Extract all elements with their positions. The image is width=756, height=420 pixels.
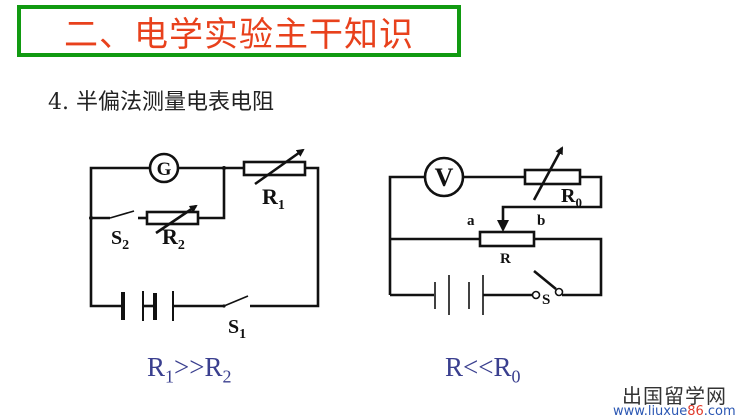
wire	[250, 166, 320, 308]
rheostat-r1	[242, 148, 307, 186]
title-box: 二、电学实验主干知识	[17, 5, 461, 57]
condition-right: R<<R0	[445, 352, 521, 387]
slider-arrow	[497, 220, 509, 232]
r0-label: R0	[561, 185, 582, 210]
s-label: S	[542, 292, 550, 308]
r2-label: R2	[162, 224, 185, 253]
condition-left: R1>>R2	[147, 352, 232, 387]
r-label: R	[500, 251, 511, 267]
galvanometer-label: G	[157, 159, 172, 180]
page-title: 二、电学实验主干知识	[64, 14, 414, 55]
wire	[89, 300, 122, 308]
wire	[501, 175, 603, 222]
section-subtitle: 4. 半偏法测量电表电阻	[48, 90, 274, 115]
terminal-b-label: b	[537, 213, 545, 229]
watermark-url: www.liuxue86.com	[613, 404, 736, 419]
rheostat-r2	[145, 204, 200, 235]
switch-s	[531, 269, 564, 300]
r1-label: R1	[262, 184, 285, 213]
wire	[198, 168, 226, 220]
wire	[89, 166, 149, 300]
s1-label: S1	[228, 316, 246, 342]
terminal-a-label: a	[467, 213, 475, 229]
wire	[534, 237, 603, 297]
battery	[121, 291, 174, 321]
switch-s2	[109, 210, 135, 219]
wire	[388, 175, 425, 295]
s2-label: S2	[111, 227, 129, 253]
half-deflection-voltmeter-circuit: V	[388, 146, 603, 315]
battery	[434, 275, 484, 315]
watermark-text: 出国留学网	[622, 384, 727, 408]
potentiometer-r	[478, 230, 536, 248]
voltmeter: V	[423, 156, 465, 198]
voltmeter-label: V	[435, 163, 454, 192]
galvanometer: G	[148, 152, 180, 184]
half-deflection-ammeter-circuit: G	[89, 148, 320, 321]
switch-s1	[223, 295, 249, 307]
